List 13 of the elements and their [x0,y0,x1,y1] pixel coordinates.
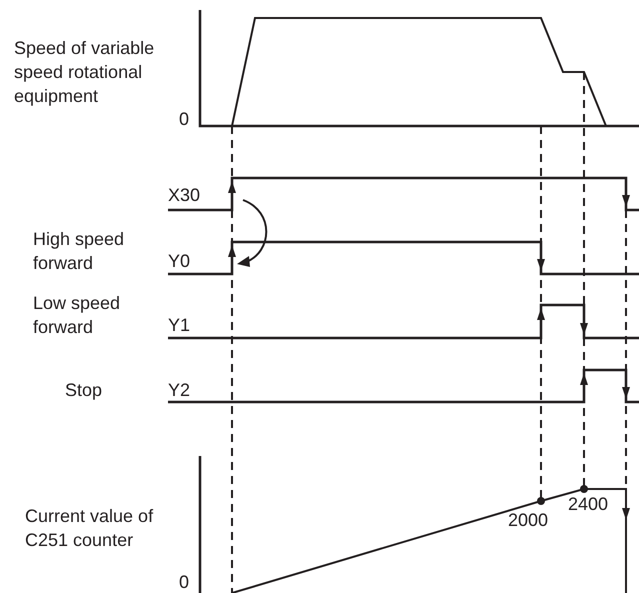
axis-value: 0 [179,108,190,131]
signal-name: Y1 [168,314,190,337]
axis-value: 0 [179,571,190,593]
signal-name: Y0 [168,250,190,273]
value-label: 2000 [508,509,548,532]
axis-title: Speed of variable speed rotational equipment [14,37,156,108]
signal-name: Y2 [168,379,190,402]
signal-description: Low speed forward [33,292,122,339]
signal-name: X30 [168,184,200,207]
axis-title: Current value of C251 counter [25,505,154,552]
signal-description: High speed forward [33,228,126,275]
value-label: 2400 [568,493,608,516]
signal-description: Stop [65,379,102,402]
